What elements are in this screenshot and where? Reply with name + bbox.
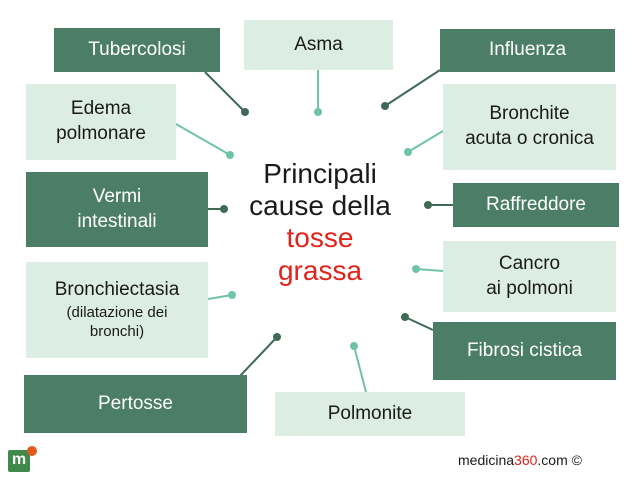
cause-raffreddore: Raffreddore (453, 183, 619, 227)
cause-label-line2: ai polmoni (486, 277, 573, 299)
cause-influenza: Influenza (440, 29, 615, 72)
connector-pertosse (239, 333, 281, 377)
cause-sublabel-line2: bronchi) (89, 323, 145, 341)
brand-logo: m (8, 446, 38, 472)
brand-number: 360 (514, 452, 538, 468)
cause-label-line1: Cancro (498, 252, 561, 274)
connector-bronchite (404, 130, 444, 156)
connector-tubercolosi (204, 71, 249, 116)
logo-letter: m (8, 450, 30, 472)
cause-pertosse: Pertosse (24, 375, 247, 433)
brand-name: medicina (458, 452, 515, 468)
title-line3: tosse (286, 222, 354, 254)
connector-influenza (381, 69, 441, 110)
cause-label-line1: Edema (70, 98, 132, 120)
connector-polmonite (350, 342, 367, 393)
logo-dot (27, 446, 37, 456)
cause-sublabel-line1: (dilatazione dei (66, 303, 168, 321)
cause-label: Pertosse (98, 392, 173, 414)
cause-polmonite: Polmonite (275, 392, 465, 436)
cause-cancro-polmoni: Cancro ai polmoni (443, 241, 616, 312)
cause-label-line1: Bronchite (489, 103, 570, 125)
connector-raffreddore (424, 201, 453, 209)
cause-tubercolosi: Tubercolosi (54, 28, 220, 72)
connector-fibrosi (401, 313, 434, 331)
cause-label: Raffreddore (486, 193, 586, 215)
cause-edema-polmonare: Edema polmonare (26, 84, 176, 160)
connector-vermi (208, 205, 228, 213)
connector-asma (314, 70, 322, 116)
cause-bronchiectasia: Bronchiectasia (dilatazione dei bronchi) (26, 262, 208, 358)
connector-cancro (412, 265, 444, 273)
cause-asma: Asma (244, 20, 393, 70)
cause-bronchite: Bronchite acuta o cronica (443, 84, 616, 170)
cause-label: Polmonite (327, 402, 413, 424)
cause-vermi-intestinali: Vermi intestinali (26, 172, 208, 247)
cause-label: Asma (294, 33, 343, 55)
cause-label-line1: Vermi (92, 185, 142, 207)
connector-edema (175, 123, 234, 159)
title-line1: Principali (263, 158, 377, 189)
cause-label-line2: polmonare (56, 123, 146, 144)
cause-label: Bronchiectasia (54, 279, 180, 301)
title-line4: grassa (277, 254, 363, 286)
cause-fibrosi-cistica: Fibrosi cistica (433, 322, 616, 380)
diagram-title: Principali cause della tosse grassa (220, 158, 420, 287)
cause-label-line2: intestinali (77, 210, 157, 232)
brand-suffix: .com © (537, 452, 582, 468)
cause-label: Influenza (488, 39, 567, 61)
cause-label: Tubercolosi (88, 38, 186, 60)
brand-credit: medicina360.com © (458, 452, 582, 468)
cause-label: Fibrosi cistica (466, 339, 583, 361)
connector-bronchiectasia (207, 291, 236, 300)
cause-label-line2: acuta o cronica (465, 128, 594, 149)
title-line2: cause della (249, 190, 391, 222)
